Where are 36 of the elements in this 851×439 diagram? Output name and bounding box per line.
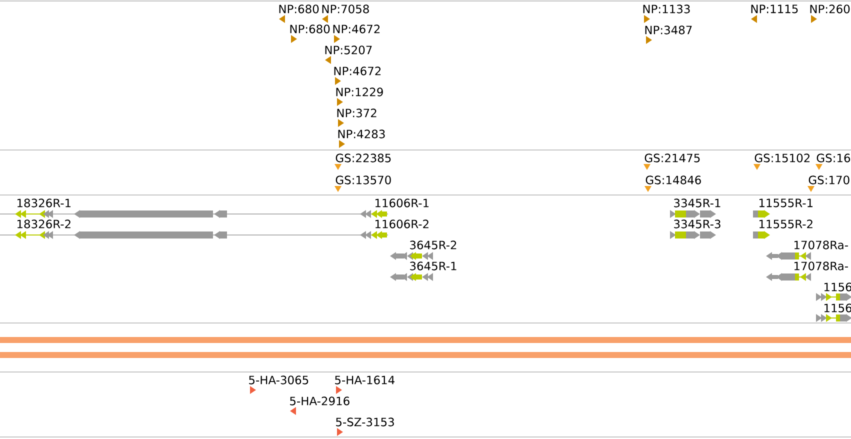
feature-label: 3345R-1 xyxy=(674,198,720,208)
feature-label: NP:680 xyxy=(279,4,319,14)
feature-label: 5-HA-2916 xyxy=(290,396,350,406)
feature-label: GS:15102 xyxy=(754,154,810,162)
feature-label: 11555R-1 xyxy=(759,198,812,208)
feature-label: 18326R-2 xyxy=(17,220,70,228)
feature-label: NP:4283 xyxy=(338,130,385,138)
feature-label: 3345R-3 xyxy=(674,220,720,228)
feature-label: 3645R-2 xyxy=(410,240,456,250)
feature-label: NP:4672 xyxy=(333,24,380,34)
feature-label: GS:14846 xyxy=(646,176,701,184)
feature-label: GS:13570 xyxy=(336,176,391,184)
feature-label: GS:21475 xyxy=(644,154,700,162)
feature-label: 5-HA-3065 xyxy=(249,376,308,384)
feature-label: NP:1229 xyxy=(336,88,383,96)
feature-label: NP:3487 xyxy=(645,26,692,34)
feature-label: GS:16 xyxy=(816,154,850,162)
feature-label: GS:170 xyxy=(808,176,850,184)
feature-label: 11606R-1 xyxy=(375,198,429,208)
feature-label: NP:680 xyxy=(290,24,330,34)
feature-label: NP:372 xyxy=(337,108,376,118)
feature-label: NP:1133 xyxy=(643,4,690,14)
feature-label: NP:5207 xyxy=(325,46,372,54)
feature-label: 5-HA-1614 xyxy=(335,376,394,384)
feature-label: 11555R-2 xyxy=(759,220,812,228)
feature-label: NP:4672 xyxy=(334,66,381,76)
feature-label: NP:260 xyxy=(810,4,850,14)
feature-label: 3645R-1 xyxy=(410,262,456,270)
feature-label: 5-SZ-3153 xyxy=(336,418,394,426)
feature-label: NP:1115 xyxy=(751,4,798,14)
feature-label: 11606R-2 xyxy=(375,220,428,228)
feature-label: 18326R-1 xyxy=(17,198,71,208)
feature-label: GS:22385 xyxy=(336,154,391,162)
feature-label: NP:7058 xyxy=(322,4,369,14)
feature-label: 17078Ra- xyxy=(794,240,848,250)
feature-label: 17078Ra- xyxy=(794,262,848,270)
